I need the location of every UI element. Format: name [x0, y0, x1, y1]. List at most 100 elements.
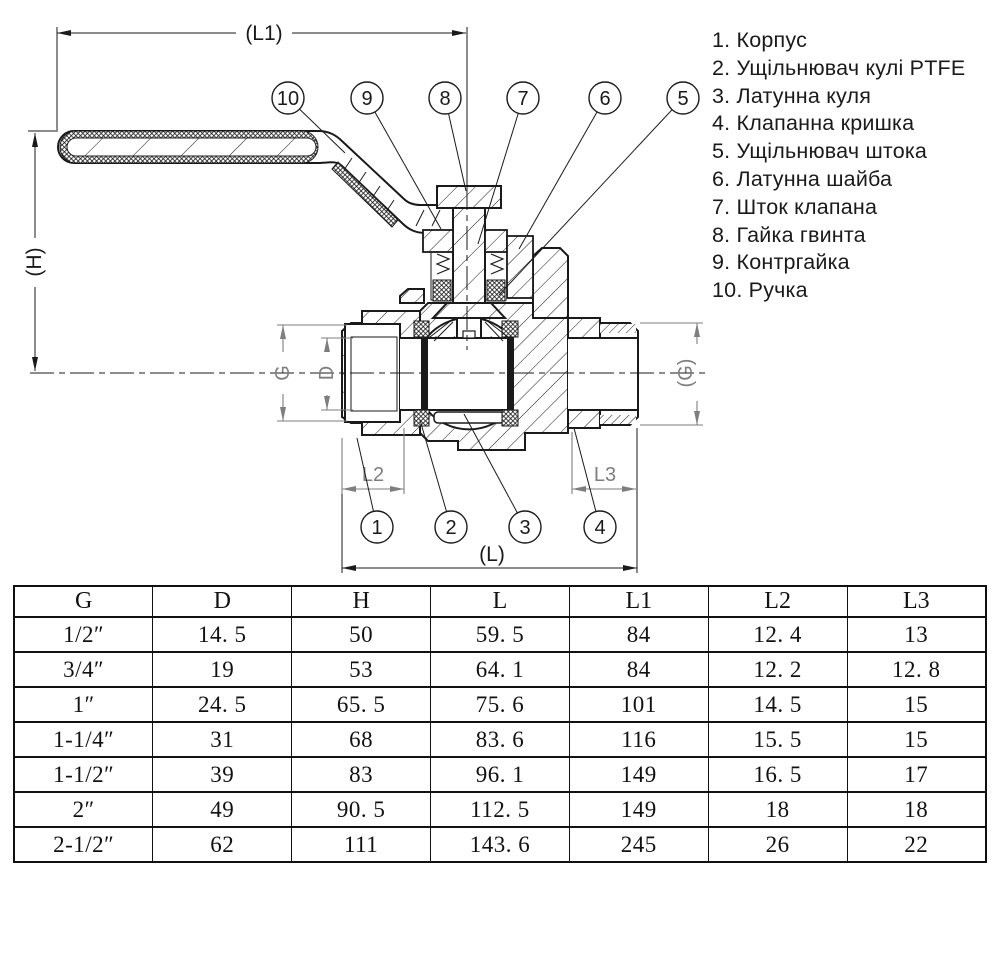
legend-item: 3. Латунна куля — [712, 83, 872, 108]
table-cell: 16. 5 — [707, 756, 848, 792]
table-cell: 149 — [568, 791, 709, 827]
table-header: L1 — [568, 585, 709, 617]
table-cell: 12. 2 — [707, 651, 848, 687]
ball-and-seats — [413, 302, 519, 431]
table-header: D — [152, 585, 292, 617]
table-header: L3 — [846, 585, 986, 617]
table-cell: 17 — [846, 756, 986, 792]
table-cell: 2″ — [13, 791, 153, 827]
table-cell: 111 — [291, 826, 431, 862]
table-cell: 18 — [707, 791, 848, 827]
svg-text:7: 7 — [517, 88, 528, 110]
table-cell: 15 — [846, 721, 986, 757]
stem-flare — [430, 302, 508, 319]
callout-10: 10 — [271, 81, 346, 154]
table-cell: 39 — [152, 756, 292, 792]
dim-label-l: (L) — [479, 543, 505, 566]
table-cell: 1/2″ — [13, 616, 153, 652]
dimension-table: G D H L L1 L2 L3 1/2″ 14. 5 50 59. 5 84 … — [13, 585, 987, 863]
svg-text:10: 10 — [277, 88, 299, 110]
table-cell: 83. 6 — [430, 721, 570, 757]
table-cell: 3/4″ — [13, 651, 153, 687]
stem-seal-spring — [435, 253, 451, 275]
svg-text:5: 5 — [677, 88, 688, 110]
legend-item: 1. Корпус — [712, 28, 808, 52]
callout-8: 8 — [428, 81, 467, 192]
dimension-l3: L3 — [571, 432, 636, 494]
stem-packing — [486, 279, 506, 302]
table-header: L — [430, 585, 570, 617]
stem — [452, 207, 486, 304]
table-cell: 1″ — [13, 686, 153, 722]
locknut-left-ear — [422, 229, 454, 253]
dimension-d: D — [316, 337, 353, 411]
table-cell: 13 — [846, 616, 986, 652]
dimension-l2: L2 — [341, 428, 405, 494]
table-row: 1-1/4″ 31 68 83. 6 116 15. 5 15 — [13, 721, 986, 757]
table-cell: 59. 5 — [430, 616, 570, 652]
bonnet-block — [532, 247, 569, 319]
ball-bottom-insert — [433, 411, 505, 424]
table-cell: 96. 1 — [430, 756, 570, 792]
table-cell: 15 — [846, 686, 986, 722]
stem-top-nut — [436, 185, 502, 209]
callout-6: 6 — [518, 81, 622, 250]
table-cell: 84 — [568, 616, 709, 652]
socket-thread — [350, 336, 398, 412]
svg-text:6: 6 — [599, 88, 610, 110]
table-cell: 53 — [291, 651, 431, 687]
table-cell: 62 — [152, 826, 292, 862]
dimension-l1: (L1) — [56, 22, 466, 130]
dim-label-d: D — [316, 366, 338, 380]
stem-assembly — [422, 185, 534, 304]
table-header: G — [13, 585, 153, 617]
seat-edge-left — [421, 337, 428, 411]
table-cell: 116 — [568, 721, 709, 757]
table-cell: 149 — [568, 756, 709, 792]
table-cell: 112. 5 — [430, 791, 570, 827]
table-cell: 1-1/2″ — [13, 756, 153, 792]
valve-technical-drawing: (L1) (H) G D (G) — [23, 22, 710, 573]
table-cell: 50 — [291, 616, 431, 652]
centerlines — [30, 27, 710, 374]
legend-item: 4. Клапанна кришка — [712, 111, 915, 136]
seat-edge-right — [507, 337, 514, 411]
table-row: 2-1/2″ 62 111 143. 6 245 26 22 — [13, 826, 986, 862]
legend-item: 2. Ущільнювач кулі PTFE — [712, 55, 966, 80]
callout-2: 2 — [419, 419, 468, 544]
dimension-g-left: G — [272, 324, 347, 422]
handle-grip-core — [66, 137, 317, 157]
table-cell: 14. 5 — [152, 616, 292, 652]
callout-5: 5 — [498, 81, 700, 296]
dimension-l: (L) — [341, 428, 638, 573]
ptfe-seat — [413, 320, 430, 338]
legend-item: 5. Ущільнювач штока — [712, 139, 928, 164]
table-header-row: G D H L L1 L2 L3 — [13, 585, 986, 617]
svg-text:4: 4 — [594, 517, 605, 539]
table-row: 1-1/2″ 39 83 96. 1 149 16. 5 17 — [13, 756, 986, 792]
table-cell: 65. 5 — [291, 686, 431, 722]
table-cell: 1-1/4″ — [13, 721, 153, 757]
callout-3: 3 — [463, 413, 542, 544]
table-cell: 2-1/2″ — [13, 826, 153, 862]
table-cell: 49 — [152, 791, 292, 827]
callout-1: 1 — [356, 437, 394, 544]
table-cell: 18 — [846, 791, 986, 827]
table-cell: 68 — [291, 721, 431, 757]
callout-7: 7 — [477, 81, 540, 245]
dim-label-l2: L2 — [362, 464, 384, 486]
callout-9: 9 — [350, 81, 442, 230]
dim-label-h: (H) — [23, 247, 46, 276]
locknut-right-ear — [484, 229, 508, 253]
dimension-g-right: (G) — [640, 322, 703, 426]
table-row: 2″ 49 90. 5 112. 5 149 18 18 — [13, 791, 986, 827]
table-cell: 12. 8 — [846, 651, 986, 687]
table-cell: 26 — [707, 826, 848, 862]
table-row: 1/2″ 14. 5 50 59. 5 84 12. 4 13 — [13, 616, 986, 652]
table-cell: 14. 5 — [707, 686, 848, 722]
table-cell: 15. 5 — [707, 721, 848, 757]
table-cell: 64. 1 — [430, 651, 570, 687]
svg-text:3: 3 — [519, 517, 530, 539]
svg-text:8: 8 — [439, 88, 450, 110]
